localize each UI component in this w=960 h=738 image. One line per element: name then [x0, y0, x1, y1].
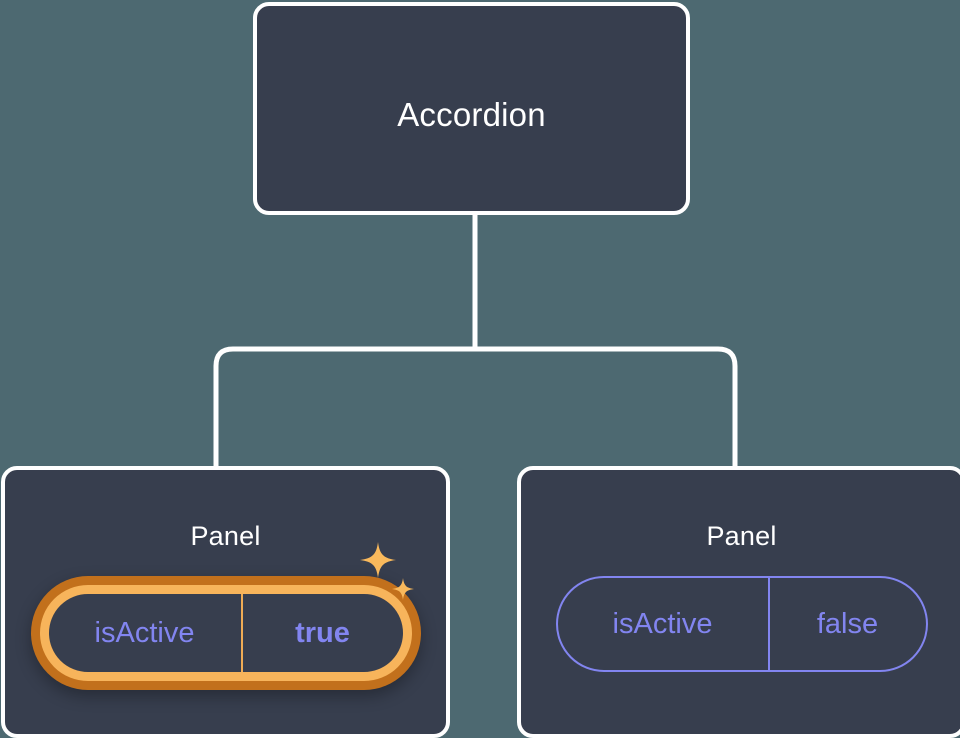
prop-pill-inactive[interactable]: isActive false	[555, 576, 928, 672]
prop-pill-highlight-ring: isActive true	[30, 576, 421, 690]
node-accordion[interactable]: Accordion	[253, 2, 690, 215]
node-accordion-title: Accordion	[397, 96, 546, 133]
node-panel-active-title: Panel	[190, 521, 261, 551]
prop-value-true: true	[295, 616, 350, 649]
node-panel-active[interactable]: Panel isActive true	[1, 466, 450, 738]
node-panel-inactive[interactable]: Panel isActive false	[517, 466, 960, 738]
prop-key-isactive: isActive	[558, 578, 770, 670]
prop-pill-active-wrap: isActive true	[5, 576, 446, 690]
prop-pill-active[interactable]: isActive true	[39, 585, 412, 681]
connector-branch	[213, 346, 738, 468]
node-panel-inactive-title: Panel	[706, 521, 777, 551]
prop-key-isactive: isActive	[49, 594, 243, 672]
prop-pill-inactive-wrap: isActive false	[521, 576, 960, 672]
prop-value-false: false	[816, 607, 879, 640]
